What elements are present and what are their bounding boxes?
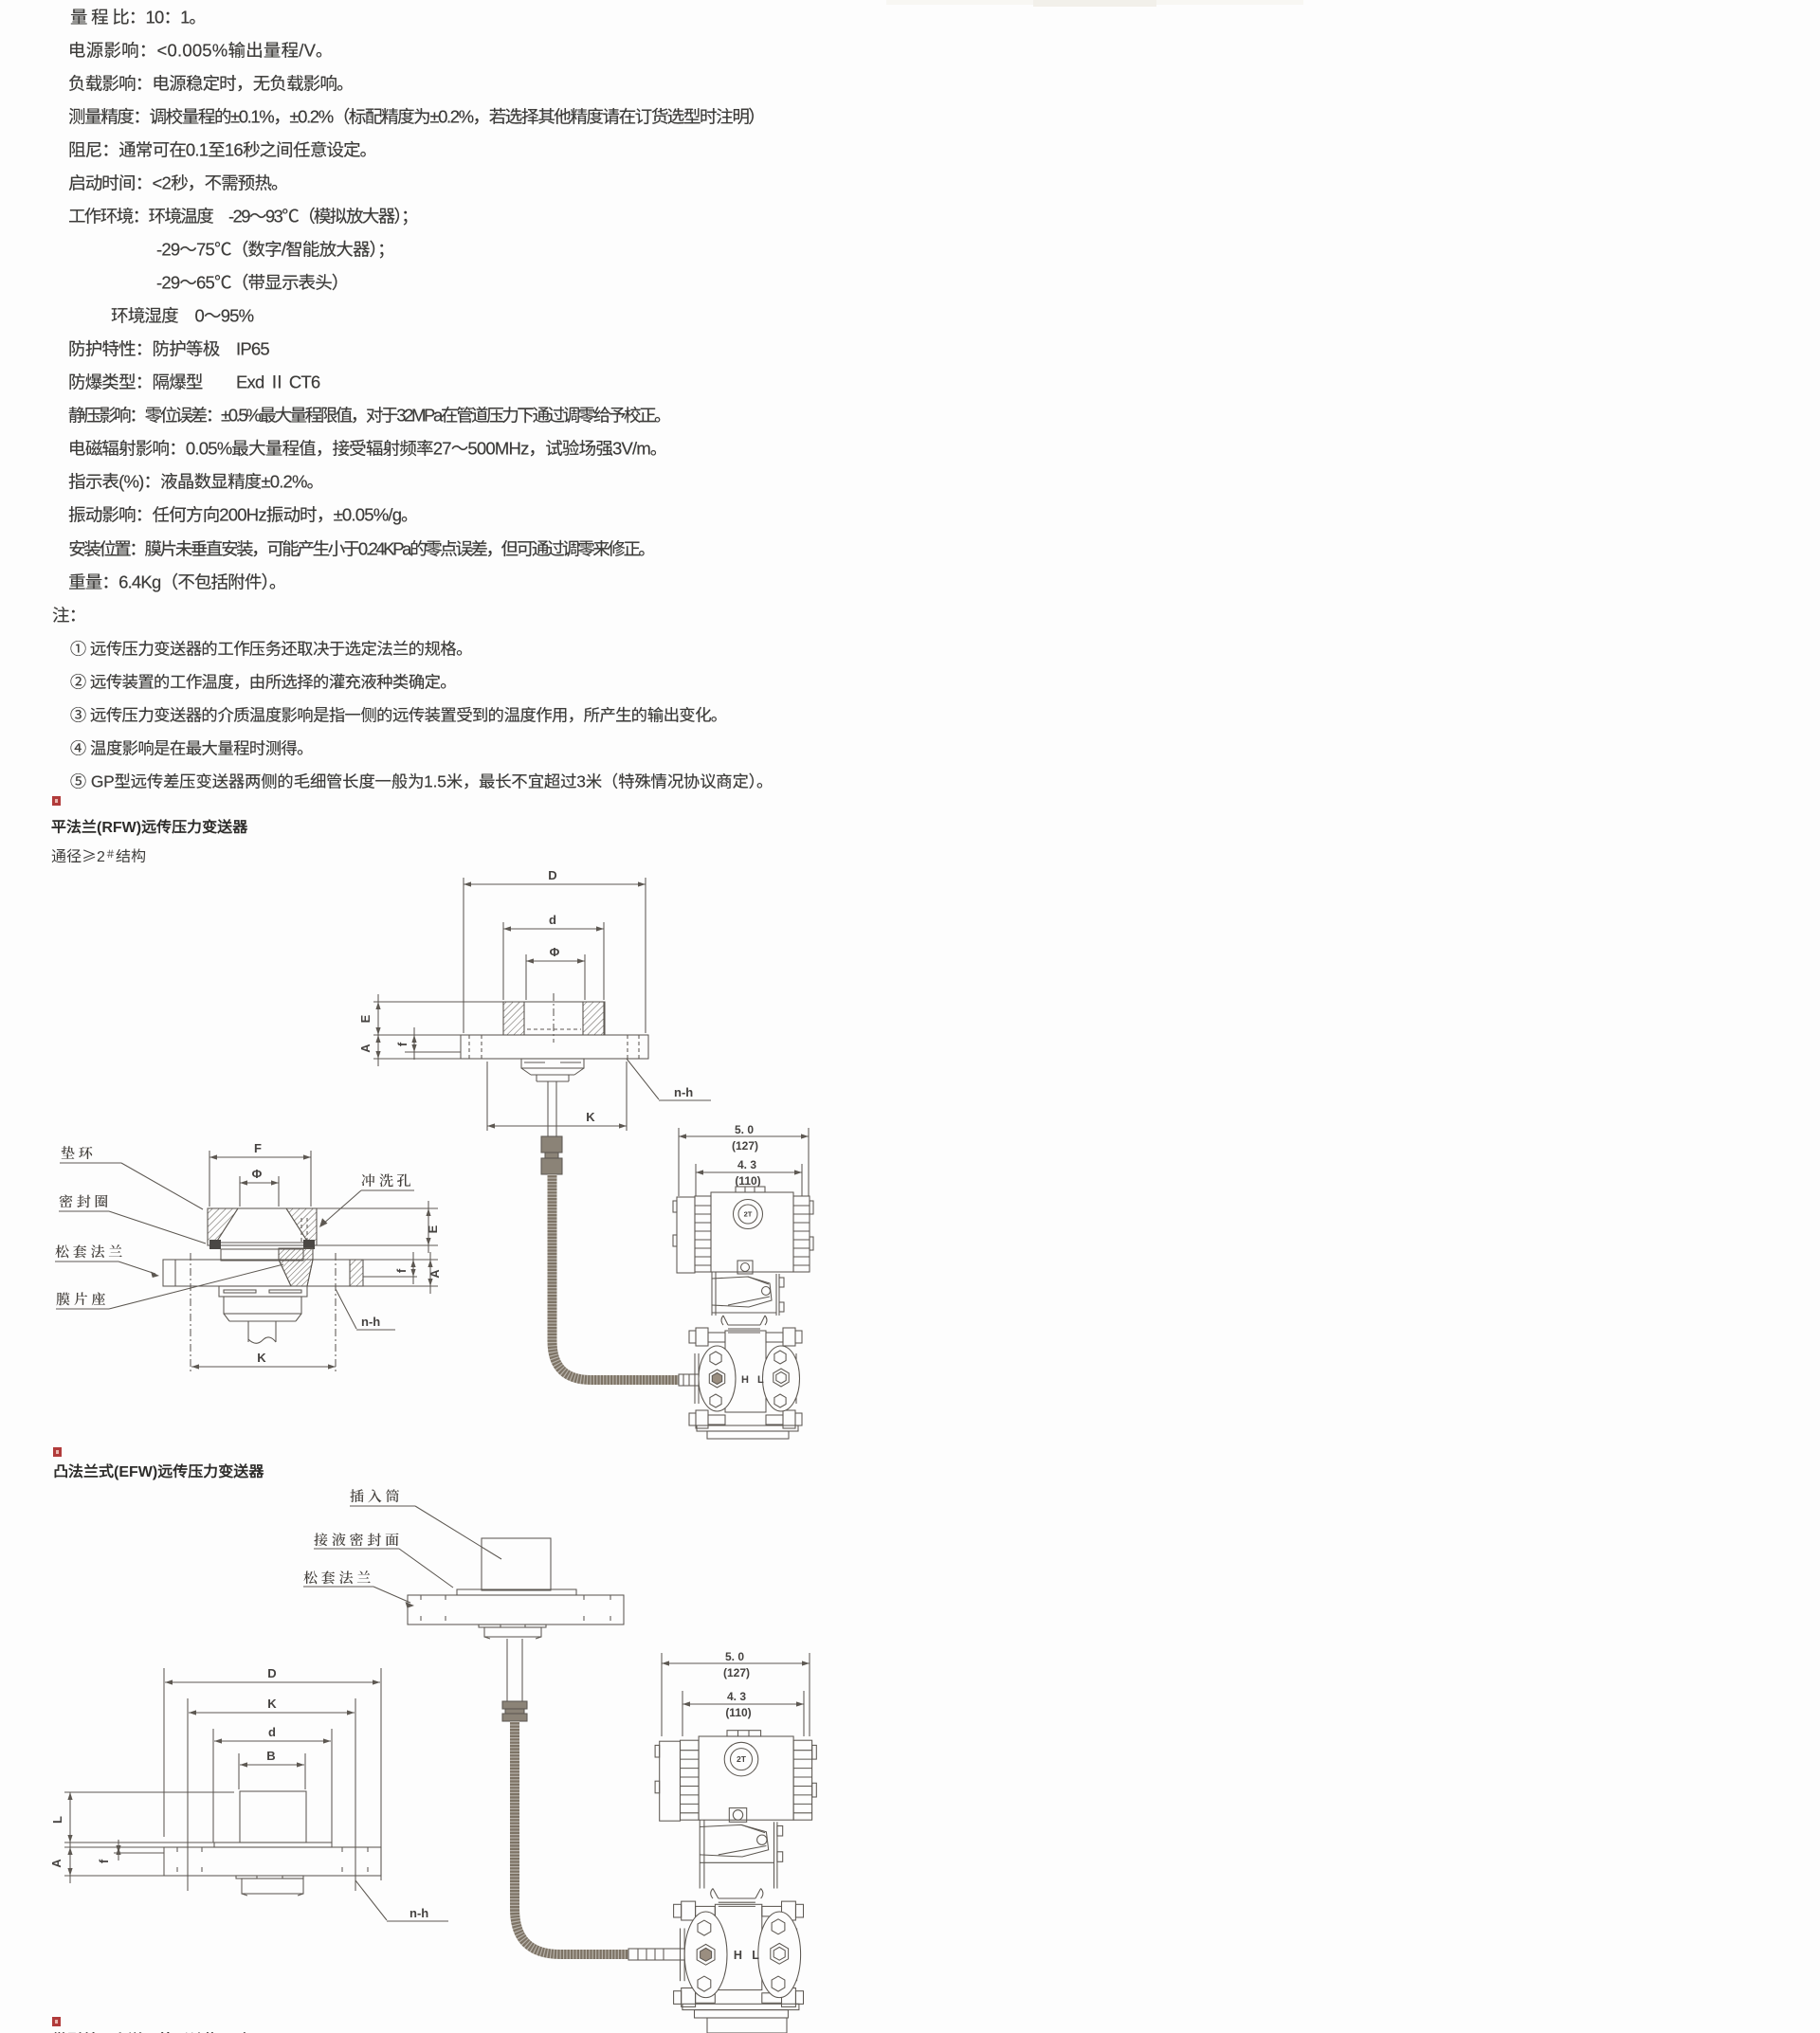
svg-text:n-h: n-h: [674, 1085, 693, 1099]
svg-text:(127): (127): [732, 1139, 758, 1153]
svg-text:(110): (110): [735, 1174, 760, 1188]
svg-text:(110): (110): [725, 1706, 751, 1719]
svg-text:Φ: Φ: [550, 945, 560, 959]
svg-text:4. 3: 4. 3: [737, 1158, 756, 1171]
svg-text:H L: H L: [734, 1949, 763, 1962]
svg-text:D: D: [548, 868, 556, 882]
svg-text:2T: 2T: [744, 1210, 753, 1219]
svg-text:膜 片 座: 膜 片 座: [56, 1289, 106, 1309]
svg-text:接 液 密 封 面: 接 液 密 封 面: [314, 1530, 399, 1550]
svg-text:冲 洗 孔: 冲 洗 孔: [361, 1171, 411, 1190]
svg-text:K: K: [267, 1697, 277, 1711]
svg-text:f: f: [97, 1859, 111, 1863]
svg-text:A: A: [49, 1859, 64, 1868]
svg-text:2T: 2T: [737, 1754, 747, 1764]
svg-text:n-h: n-h: [361, 1315, 380, 1329]
svg-text:垫 环: 垫 环: [61, 1143, 93, 1163]
svg-text:D: D: [267, 1666, 276, 1680]
svg-text:A: A: [428, 1269, 442, 1279]
svg-text:松 套 法 兰: 松 套 法 兰: [303, 1568, 371, 1588]
svg-text:H L: H L: [741, 1374, 767, 1386]
svg-text:4. 3: 4. 3: [727, 1690, 746, 1703]
svg-text:A: A: [358, 1044, 373, 1053]
svg-text:K: K: [257, 1351, 266, 1365]
svg-text:B: B: [266, 1749, 275, 1763]
svg-text:d: d: [549, 913, 556, 927]
svg-text:f: f: [395, 1042, 410, 1046]
svg-text:插 入 筒: 插 入 筒: [350, 1486, 400, 1506]
svg-text:d: d: [268, 1725, 276, 1739]
svg-text:F: F: [254, 1141, 262, 1155]
svg-text:E: E: [426, 1225, 440, 1233]
svg-text:n-h: n-h: [410, 1906, 428, 1920]
svg-text:Φ: Φ: [252, 1167, 263, 1181]
svg-text:5. 0: 5. 0: [725, 1650, 744, 1663]
svg-text:5. 0: 5. 0: [735, 1123, 754, 1136]
svg-text:L: L: [50, 1816, 64, 1824]
svg-text:f: f: [394, 1268, 409, 1273]
svg-text:密 封 圈: 密 封 圈: [59, 1191, 109, 1211]
svg-text:(127): (127): [723, 1666, 750, 1679]
svg-text:E: E: [358, 1014, 373, 1023]
svg-text:K: K: [586, 1110, 595, 1124]
svg-text:松 套 法 兰: 松 套 法 兰: [55, 1242, 122, 1262]
